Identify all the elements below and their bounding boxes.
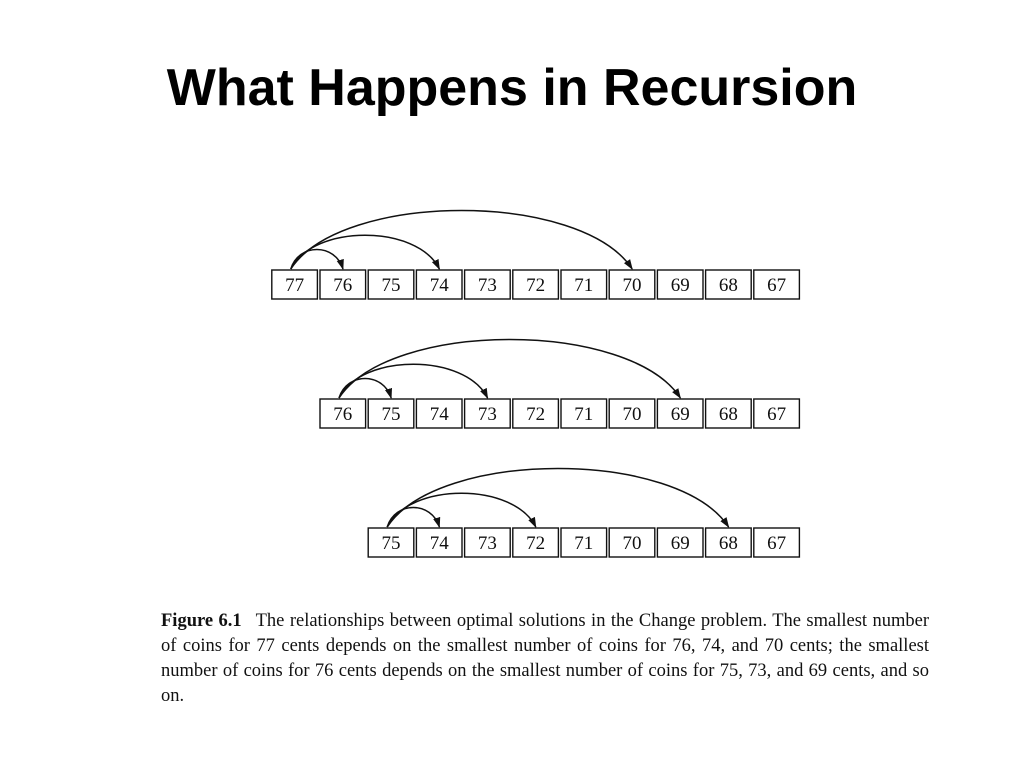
cell-value: 67	[767, 275, 786, 296]
cell-value: 75	[382, 275, 401, 296]
cell-box	[656, 527, 704, 558]
cell-value: 72	[526, 404, 545, 425]
cell-value: 73	[478, 404, 497, 425]
cell-box	[367, 269, 415, 300]
caption-text: The relationships between optimal soluti…	[161, 611, 929, 706]
cell-value: 71	[574, 404, 593, 425]
recursion-row: 75 74 73 72 71 70 69 68 67	[367, 467, 801, 558]
dependency-arrow	[386, 467, 730, 528]
recursion-row: 76 75 74 73 72 71 70 69 68 67	[319, 338, 801, 429]
dependency-arrow	[290, 234, 441, 270]
cell-value: 67	[767, 533, 786, 554]
dependency-arrow	[338, 338, 682, 399]
cell-box	[512, 527, 560, 558]
cell-box	[753, 269, 801, 300]
cell-box	[512, 398, 560, 429]
dependency-arrow	[386, 492, 537, 528]
cell-box	[319, 398, 367, 429]
cell-value: 74	[430, 275, 450, 296]
cell-box	[367, 398, 415, 429]
cell-value: 76	[333, 404, 352, 425]
cell-value: 68	[719, 404, 738, 425]
cell-box	[656, 269, 704, 300]
cell-value: 69	[671, 404, 690, 425]
cell-value: 68	[719, 533, 738, 554]
recursion-row: 77 76 75 74 73 72 71 70 69 68 67	[271, 209, 801, 300]
cell-value: 76	[333, 275, 352, 296]
recursion-diagram: 77 76 75 74 73 72 71 70 69 68 67 76 75 74 73 72 71 70 69 68…	[271, 209, 801, 558]
cell-value: 74	[430, 533, 450, 554]
cell-value: 75	[382, 533, 401, 554]
cell-value: 71	[574, 275, 593, 296]
cell-box	[656, 398, 704, 429]
cell-box	[415, 398, 463, 429]
cell-box	[608, 527, 656, 558]
cell-value: 69	[671, 533, 690, 554]
cell-box	[704, 269, 752, 300]
cell-value: 75	[382, 404, 401, 425]
cell-box	[753, 398, 801, 429]
cell-box	[271, 269, 319, 300]
cell-box	[704, 398, 752, 429]
cell-box	[367, 527, 415, 558]
cell-value: 70	[623, 404, 642, 425]
cell-box	[608, 398, 656, 429]
cell-box	[463, 398, 511, 429]
cell-value: 77	[285, 275, 304, 296]
dependency-arrow	[290, 209, 633, 270]
dependency-arrow	[338, 363, 489, 399]
cell-box	[560, 398, 608, 429]
cell-value: 71	[574, 533, 593, 554]
cell-box	[560, 269, 608, 300]
cell-box	[560, 527, 608, 558]
cell-value: 72	[526, 275, 545, 296]
cell-value: 73	[478, 275, 497, 296]
cell-value: 70	[623, 275, 642, 296]
cell-box	[463, 527, 511, 558]
cell-value: 69	[671, 275, 690, 296]
dependency-arrow	[386, 506, 441, 529]
cell-box	[704, 527, 752, 558]
cell-box	[608, 269, 656, 300]
cell-value: 67	[767, 404, 786, 425]
cell-box	[463, 269, 511, 300]
cell-value: 74	[430, 404, 450, 425]
slide-title: What Happens in Recursion	[166, 59, 858, 117]
cell-value: 73	[478, 533, 497, 554]
cell-box	[753, 527, 801, 558]
cell-value: 72	[526, 533, 545, 554]
cell-box	[512, 269, 560, 300]
cell-value: 70	[623, 533, 642, 554]
cell-value: 68	[719, 275, 738, 296]
dependency-arrow	[290, 248, 344, 271]
cell-box	[415, 269, 463, 300]
dependency-arrow	[338, 377, 392, 400]
caption-label: Figure 6.1	[161, 611, 242, 631]
